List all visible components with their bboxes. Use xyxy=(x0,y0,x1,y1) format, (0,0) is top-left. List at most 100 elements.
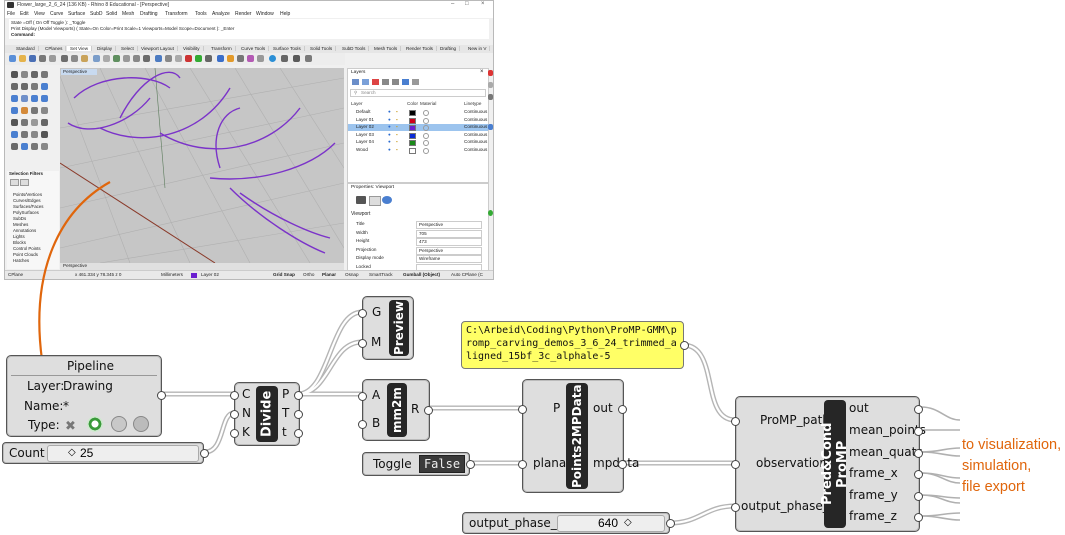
material-icon[interactable] xyxy=(423,117,429,124)
menu-tools[interactable]: Tools xyxy=(195,11,207,17)
divide-input-grip[interactable] xyxy=(230,410,239,419)
panel-close-icon[interactable]: × xyxy=(480,69,484,75)
polygon-icon[interactable] xyxy=(41,83,48,90)
predcond-output-grip[interactable] xyxy=(914,427,923,436)
viewport-icon[interactable] xyxy=(155,55,162,62)
print-icon[interactable] xyxy=(39,55,46,62)
viewport-title-tab[interactable]: Perspective xyxy=(61,69,97,75)
layers-tab-icon[interactable] xyxy=(488,70,493,76)
divide-output-grip[interactable] xyxy=(294,391,303,400)
text-icon[interactable] xyxy=(11,143,18,150)
move-down-icon[interactable] xyxy=(392,79,399,85)
bulb-icon[interactable]: ● xyxy=(388,124,391,129)
point-icon[interactable] xyxy=(21,71,28,78)
predcond-input-grip[interactable] xyxy=(731,460,740,469)
divide-component[interactable]: C N K Divide P T t xyxy=(230,382,303,446)
divide-input-grip[interactable] xyxy=(230,429,239,438)
filter-item[interactable]: PolySurfaces xyxy=(13,210,39,215)
panel-output-grip[interactable] xyxy=(680,341,689,350)
bulb-icon[interactable]: ● xyxy=(388,139,391,144)
layer-color-swatch[interactable] xyxy=(409,140,416,146)
curve-type-icon[interactable] xyxy=(87,416,103,432)
layer-color-swatch[interactable] xyxy=(409,125,416,131)
material-icon[interactable] xyxy=(423,132,429,139)
predcond-output-grip[interactable] xyxy=(914,513,923,522)
layer-color-swatch[interactable] xyxy=(409,147,416,154)
circle-icon[interactable] xyxy=(11,83,18,90)
filter-item[interactable]: Meshes xyxy=(13,222,29,227)
grasshopper-icon[interactable] xyxy=(293,55,300,62)
lock-icon[interactable] xyxy=(205,55,212,62)
pipeline-layer-value[interactable]: Drawing xyxy=(63,379,113,393)
menu-subd[interactable]: SubD xyxy=(90,11,103,17)
new-layer-icon[interactable] xyxy=(352,79,359,85)
layer-row[interactable]: Layer 01●▪Continuous xyxy=(348,117,488,124)
lock-icon[interactable]: ▪ xyxy=(396,124,398,129)
help-icon[interactable] xyxy=(269,55,276,62)
menu-solid[interactable]: Solid xyxy=(106,11,118,17)
layer-color-swatch[interactable] xyxy=(409,110,416,116)
menu-file[interactable]: File xyxy=(7,11,16,17)
output-phase-output-grip[interactable] xyxy=(666,519,675,528)
pipeline-output-grip[interactable] xyxy=(157,391,166,400)
select-arrow-icon[interactable] xyxy=(11,71,18,78)
bulb-icon[interactable]: ● xyxy=(388,131,391,137)
layer-row[interactable]: Layer 03●▪Continuous xyxy=(348,132,488,139)
tab-surface-tools[interactable]: Surface Tools xyxy=(270,46,305,51)
trim-icon[interactable] xyxy=(41,107,48,114)
menu-edit[interactable]: Edit xyxy=(20,11,29,17)
count-slider[interactable]: Count ◇ 25 xyxy=(2,442,209,464)
material-icon[interactable] xyxy=(423,110,429,116)
mm2m-input-grip[interactable] xyxy=(358,420,367,429)
layer-row[interactable]: Layer 02●▪Continuous xyxy=(348,124,488,131)
bulb-icon[interactable]: ● xyxy=(388,116,391,122)
copy-tool-icon[interactable] xyxy=(41,119,48,126)
menu-view[interactable]: View xyxy=(34,11,45,17)
filter-item[interactable]: SubDs xyxy=(13,216,27,221)
paste-icon[interactable] xyxy=(81,55,88,62)
filter-item[interactable]: Hatches xyxy=(13,258,30,263)
select-icon[interactable] xyxy=(175,55,182,62)
array-icon[interactable] xyxy=(41,131,48,138)
mirror-icon[interactable] xyxy=(31,131,38,138)
points2mpdata-output-grip[interactable] xyxy=(618,460,627,469)
toggle-component[interactable]: Toggle False xyxy=(362,452,475,476)
points2mpdata-input-grip[interactable] xyxy=(518,405,527,414)
status-gumball[interactable]: Gumball (Object) xyxy=(403,272,441,277)
command-prompt[interactable]: Command: xyxy=(11,32,35,37)
light-icon[interactable] xyxy=(227,55,234,62)
points2mpdata-input-grip[interactable] xyxy=(518,460,527,469)
divide-input-grip[interactable] xyxy=(230,391,239,400)
tab-cplanes[interactable]: CPlanes xyxy=(42,46,67,51)
filter-item[interactable]: Surfaces/Faces xyxy=(13,204,44,209)
gear-icon[interactable] xyxy=(281,55,288,62)
tab-set-view[interactable]: Set View xyxy=(67,46,93,51)
points2mpdata-output-grip[interactable] xyxy=(618,405,627,414)
show-icon[interactable] xyxy=(195,55,202,62)
options-icon[interactable] xyxy=(305,55,312,62)
preview-component[interactable]: G M Preview xyxy=(358,296,414,360)
tab-display[interactable]: Display xyxy=(94,46,117,51)
open-folder-icon[interactable] xyxy=(19,55,26,62)
surface-icon[interactable] xyxy=(11,95,18,102)
zoom-window-icon[interactable] xyxy=(133,55,140,62)
toggle-value[interactable]: False xyxy=(419,455,465,473)
material-icon[interactable] xyxy=(423,147,429,154)
material-icon[interactable] xyxy=(247,55,254,62)
explode-icon[interactable] xyxy=(21,119,28,126)
menu-drafting[interactable]: Drafting xyxy=(140,11,158,17)
status-units[interactable]: Millimeters xyxy=(161,272,183,277)
save-icon[interactable] xyxy=(29,55,36,62)
points2mpdata-component[interactable]: P planar Points2MPData out mpdata xyxy=(518,379,639,493)
tab-new-in-v[interactable]: New in V xyxy=(465,46,491,51)
properties-tab-icon[interactable] xyxy=(488,82,493,88)
property-value[interactable]: Wireframe xyxy=(416,255,482,263)
divide-output-grip[interactable] xyxy=(294,429,303,438)
material-icon[interactable] xyxy=(423,125,429,131)
mm2m-input-grip[interactable] xyxy=(358,392,367,401)
property-value[interactable]: 705 xyxy=(416,229,482,238)
cut-icon[interactable] xyxy=(61,55,68,62)
viewport-bottom-tab[interactable]: Perspective xyxy=(63,263,88,268)
perspective-viewport[interactable]: Perspective xyxy=(60,68,344,263)
render-icon[interactable] xyxy=(257,55,264,62)
